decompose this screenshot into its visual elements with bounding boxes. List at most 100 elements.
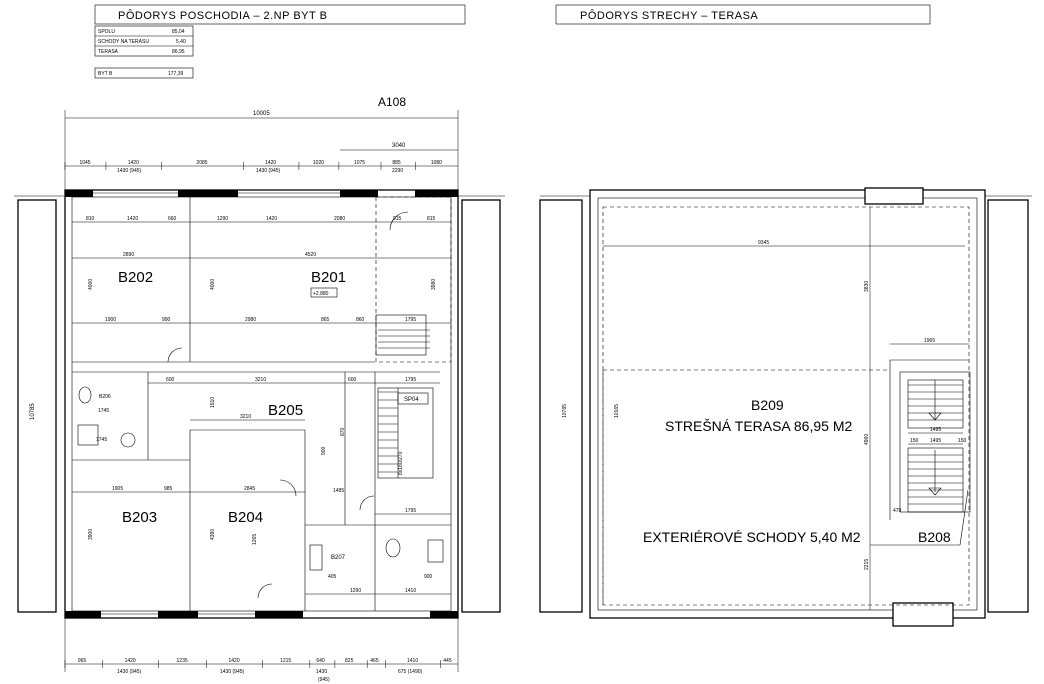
bottom-sub-dim-3: 1430 — [316, 669, 327, 675]
room-dim-19: 1795 — [405, 377, 416, 383]
right-dim-4: 4960 — [864, 434, 870, 445]
right-dim-10: 150 — [910, 438, 919, 444]
right-dim-1: 9345 — [758, 240, 769, 246]
inner-top-dim-1: 810 — [86, 216, 95, 222]
exterior-stair-treads — [908, 384, 963, 505]
axis-label: A108 — [378, 95, 406, 109]
room-dim-14: 1795 — [405, 508, 416, 514]
room-dim-21: 4000 — [88, 279, 94, 290]
left-floor-plan: 10785 — [14, 189, 505, 619]
area-row-2-value: 5,40 — [176, 39, 186, 45]
total-value: 177,39 — [168, 71, 184, 77]
room-b205: B205 — [268, 402, 303, 419]
top-dim-1: 1045 — [79, 160, 90, 166]
right-dim-2: 1965 — [924, 338, 935, 344]
bottom-dim-3: 1235 — [177, 658, 188, 664]
room-dim-18: 600 — [166, 377, 175, 383]
room-dim-30: 1290 — [350, 588, 361, 594]
room-b207: B207 — [331, 555, 346, 561]
right-dim-8: 1495 — [930, 427, 941, 433]
bottom-dim-2: 1420 — [125, 658, 136, 664]
area-table: SPOLU 85,04 SCHODY NA TERASU 5,40 TERASA… — [94, 25, 194, 79]
top-dim-6: 1075 — [354, 160, 365, 166]
bottom-dim-7: 825 — [345, 658, 354, 664]
bottom-dim-9: 1410 — [407, 658, 418, 664]
left-title-box: PÔDORYS POSCHODIA – 2.NP BYT B — [94, 4, 466, 25]
height-dim: 10785 — [30, 403, 36, 420]
area-row-1-value: 85,04 — [172, 29, 185, 35]
top-dim-5: 1020 — [313, 160, 324, 166]
room-b206: B206 — [99, 394, 111, 400]
room-dim-32: 405 — [328, 574, 337, 580]
inner-top-dim-6: 2080 — [334, 216, 345, 222]
room-dim-10: 3210 — [240, 414, 251, 420]
inner-top-dim-8: 815 — [427, 216, 436, 222]
room-b203: B203 — [122, 509, 157, 526]
area-row-1-name: SPOLU — [98, 29, 115, 35]
right-title-box: PÔDORYS STRECHY – TERASA — [555, 4, 931, 25]
room-dim-27: 900 — [321, 446, 327, 455]
room-dim-5: 2980 — [245, 317, 256, 323]
overall-width: 10005 — [253, 111, 270, 117]
room-dim-23: 3980 — [431, 279, 437, 290]
room-sp04: SP04 — [404, 397, 419, 403]
bottom-sub-dim-4: 675 (1490) — [398, 669, 423, 675]
right-roof-plan: 9345 1965 3830 4960 2215 10785 10165 149… — [539, 187, 1032, 627]
right-dim-3: 3830 — [864, 281, 870, 292]
room-dim-29: 870 — [340, 427, 346, 436]
room-dim-31: 1410 — [405, 588, 416, 594]
room-dim-17b: 1745 — [96, 437, 107, 443]
right-dim-6: 10785 — [562, 404, 568, 418]
stair-label: 8x180/270 — [398, 451, 404, 475]
bottom-dim-4: 1420 — [228, 658, 239, 664]
room-dim-8: 1795 — [405, 317, 416, 323]
right-dim-12: 470 — [893, 508, 902, 514]
inner-top-dim-5: 1420 — [266, 216, 277, 222]
bottom-dim-5: 1215 — [280, 658, 291, 664]
terrace-code: B209 — [751, 397, 784, 413]
room-dim-1: 2890 — [123, 252, 134, 258]
top-right-dim: 3040 — [392, 143, 406, 149]
bottom-dim-6: 640 — [316, 658, 325, 664]
left-title: PÔDORYS POSCHODIA – 2.NP BYT B — [118, 9, 327, 22]
right-dim-5: 2215 — [864, 559, 870, 570]
room-dim-26: 1510 — [210, 397, 216, 408]
room-dim-24: 3900 — [88, 529, 94, 540]
bottom-sub-dim-1: 1430 (945) — [117, 669, 142, 675]
top-dim-4: 1420 — [265, 160, 276, 166]
room-dim-15: 1485 — [333, 488, 344, 494]
room-b204: B204 — [228, 509, 263, 526]
top-sub-dim-1: 1430 (945) — [117, 168, 142, 174]
right-dim-11: 150 — [958, 438, 967, 444]
room-dim-3: 1900 — [105, 317, 116, 323]
top-dim-3: 2085 — [196, 160, 207, 166]
room-dim-12: 985 — [164, 486, 173, 492]
stair-treads — [378, 329, 430, 473]
room-dim-6: 865 — [321, 317, 330, 323]
interior-dimensions: 810 1420 660 1290 1420 2080 915 815 2890… — [72, 216, 451, 595]
right-labels: B209 STREŠNÁ TERASA 86,95 M2 EXTERIÉROVÉ… — [643, 397, 951, 545]
stairs-code: B208 — [918, 529, 951, 545]
area-row-3-value: 86,95 — [172, 49, 185, 55]
level-mark: +2.880 — [313, 291, 329, 297]
room-dim-16: 1745 — [98, 408, 109, 414]
top-dim-2: 1420 — [128, 160, 139, 166]
room-dim-9: 3210 — [255, 377, 266, 383]
room-dim-7: 860 — [356, 317, 365, 323]
inner-top-dim-4: 1290 — [217, 216, 228, 222]
top-dim-7: 885 — [392, 160, 401, 166]
room-b201: B201 — [311, 269, 346, 286]
stairs-label: EXTERIÉROVÉ SCHODY 5,40 M2 — [643, 529, 861, 545]
bottom-sub-dim-5: (945) — [318, 677, 330, 683]
room-dim-11: 1905 — [112, 486, 123, 492]
area-row-2-name: SCHODY NA TERASU — [98, 39, 149, 45]
inner-top-dim-7: 915 — [393, 216, 402, 222]
bottom-dim-1: 965 — [78, 658, 87, 664]
terrace-name: STREŠNÁ TERASA 86,95 M2 — [665, 418, 852, 434]
right-title: PÔDORYS STRECHY – TERASA — [580, 9, 758, 22]
bottom-sub-dim-2: 1430 (945) — [220, 669, 245, 675]
area-row-3-name: TERASA — [98, 49, 119, 55]
room-dim-2: 4520 — [305, 252, 316, 258]
